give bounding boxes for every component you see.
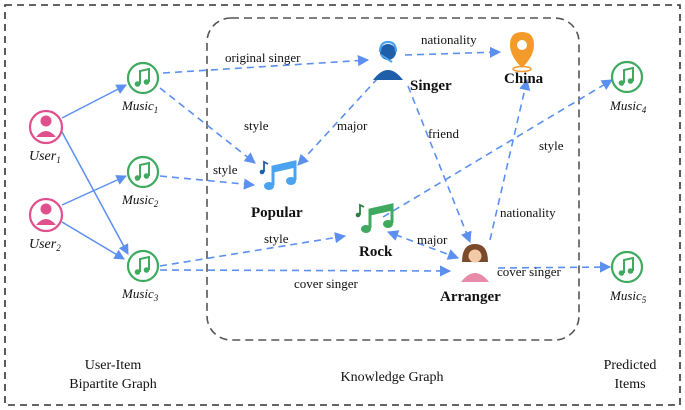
section-left-line2: Bipartite Graph <box>69 377 156 392</box>
music3-node: Music3 <box>121 249 160 303</box>
edge-user1-music1 <box>61 84 127 119</box>
edge-style-music1 <box>159 87 256 164</box>
label-friend: friend <box>428 126 460 141</box>
user2-label: User2 <box>29 237 61 253</box>
edge-original-singer <box>162 55 370 74</box>
section-middle: Knowledge Graph <box>340 370 443 385</box>
music-note-icon <box>126 249 160 283</box>
edge-major-arranger <box>386 230 460 260</box>
edge-style-music2 <box>159 175 256 190</box>
music1-label: Music1 <box>121 98 158 115</box>
woman-avatar-icon <box>461 244 489 282</box>
popular-label: Popular <box>251 205 303 221</box>
user2-node: User2 <box>28 197 64 253</box>
music-note-icon <box>126 155 160 189</box>
label-style-music4: style <box>539 138 564 153</box>
edge-user2-music3 <box>61 221 125 260</box>
singer-icon <box>373 40 403 80</box>
label-nationality-top: nationality <box>421 32 477 47</box>
section-right-line1: Predicted <box>604 358 657 373</box>
edge-user2-music2 <box>61 175 127 206</box>
edge-cover-singer-right <box>497 261 612 273</box>
music-note-icon <box>610 250 644 284</box>
section-right-line2: Items <box>614 377 645 392</box>
music4-node: Music4 <box>609 60 647 115</box>
edge-user1-music3 <box>61 131 129 255</box>
location-pin-icon <box>510 32 534 73</box>
label-cover-singer-right: cover singer <box>497 264 562 279</box>
edge-style-music3 <box>159 232 347 267</box>
china-label: China <box>504 71 544 87</box>
user1-node: User1 <box>28 109 64 165</box>
label-style-music2: style <box>213 162 238 177</box>
user-icon <box>28 197 64 233</box>
arranger-node: Arranger <box>440 244 501 305</box>
popular-node: Popular <box>251 160 303 221</box>
edge-major-singer <box>297 77 379 166</box>
edge-style-music4 <box>382 79 613 218</box>
music-notes-icon <box>259 160 297 190</box>
arranger-label: Arranger <box>440 289 501 305</box>
music-note-icon <box>610 60 644 94</box>
label-cover-singer-bottom: cover singer <box>294 276 359 291</box>
music5-node: Music5 <box>609 250 647 305</box>
edge-nationality-arranger <box>489 78 531 241</box>
user1-label: User1 <box>29 149 61 165</box>
music2-node: Music2 <box>121 155 160 209</box>
outer-frame <box>4 4 681 406</box>
knowledge-graph-box <box>206 17 580 341</box>
label-style-music1: style <box>244 118 269 133</box>
label-major-arranger: major <box>417 232 448 247</box>
label-style-music3: style <box>264 231 289 246</box>
edge-cover-singer-bottom <box>159 265 452 277</box>
label-nationality-arranger: nationality <box>500 205 556 220</box>
music3-label: Music3 <box>121 286 159 303</box>
edge-nationality-top <box>404 46 502 58</box>
singer-label: Singer <box>410 78 452 94</box>
rock-label: Rock <box>359 244 393 260</box>
rock-node: Rock <box>355 203 394 260</box>
user-icon <box>28 109 64 145</box>
music2-label: Music2 <box>121 192 159 209</box>
label-major-singer: major <box>337 118 368 133</box>
music5-label: Music5 <box>609 288 647 305</box>
section-left-line1: User-Item <box>85 358 142 373</box>
singer-node: Singer <box>373 40 452 94</box>
music4-label: Music4 <box>609 98 647 115</box>
edge-friend <box>407 85 472 244</box>
music-note-icon <box>126 61 160 95</box>
music-notes-icon <box>355 203 394 233</box>
music1-node: Music1 <box>121 61 160 115</box>
china-node: China <box>504 32 544 87</box>
label-original-singer: original singer <box>225 50 301 65</box>
